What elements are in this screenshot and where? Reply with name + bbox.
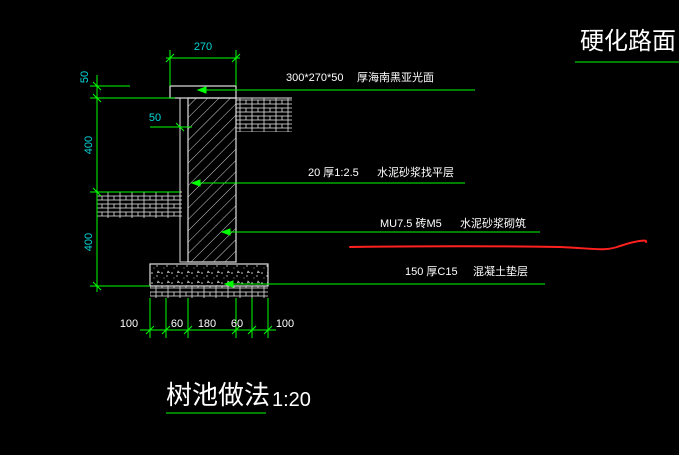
offset-dimension — [150, 122, 192, 132]
dim-bottom-4: 60 — [231, 318, 243, 330]
dim-bottom-3: 180 — [198, 318, 216, 330]
callout-mortar-spec: 20 厚1:2.5 — [308, 166, 359, 179]
soil-hatch — [150, 286, 268, 298]
ground-hatch-right — [236, 98, 292, 132]
callout-brick-spec: MU7.5 砖M5 — [380, 216, 442, 230]
dim-offset: 50 — [149, 112, 161, 124]
dim-lower-height: 400 — [83, 233, 95, 251]
drawing-scale: 1:20 — [272, 389, 311, 411]
leader-lines — [190, 86, 545, 288]
callout-base-spec: 150 厚C15 — [405, 265, 458, 278]
dim-bottom-5: 100 — [276, 318, 294, 330]
dim-bottom-1: 100 — [120, 318, 138, 330]
top-width-dimension — [165, 50, 241, 86]
dim-bottom-2: 60 — [171, 318, 183, 330]
dim-top-width: 270 — [194, 41, 212, 53]
dim-cap-thickness: 50 — [79, 71, 91, 83]
ground-hatch-left — [97, 192, 182, 218]
red-annotation-underline — [349, 239, 648, 251]
road-surface-label: 硬化路面 — [580, 28, 676, 55]
drawing-title: 树池做法 — [166, 380, 270, 410]
bottom-dimensions — [140, 298, 276, 338]
mortar-layer — [179, 98, 188, 263]
callout-cap-spec: 300*270*50 — [286, 72, 344, 84]
callout-brick-desc: 水泥砂浆砌筑 — [460, 216, 526, 230]
brick-wall — [187, 97, 237, 263]
callout-base-desc: 混凝土垫层 — [473, 264, 528, 278]
callout-mortar-desc: 水泥砂浆找平层 — [377, 165, 454, 179]
vertical-dimensions — [90, 75, 180, 292]
callout-cap-desc: 厚海南黑亚光面 — [357, 70, 434, 84]
concrete-base — [149, 263, 269, 287]
dim-upper-height: 400 — [83, 136, 95, 154]
